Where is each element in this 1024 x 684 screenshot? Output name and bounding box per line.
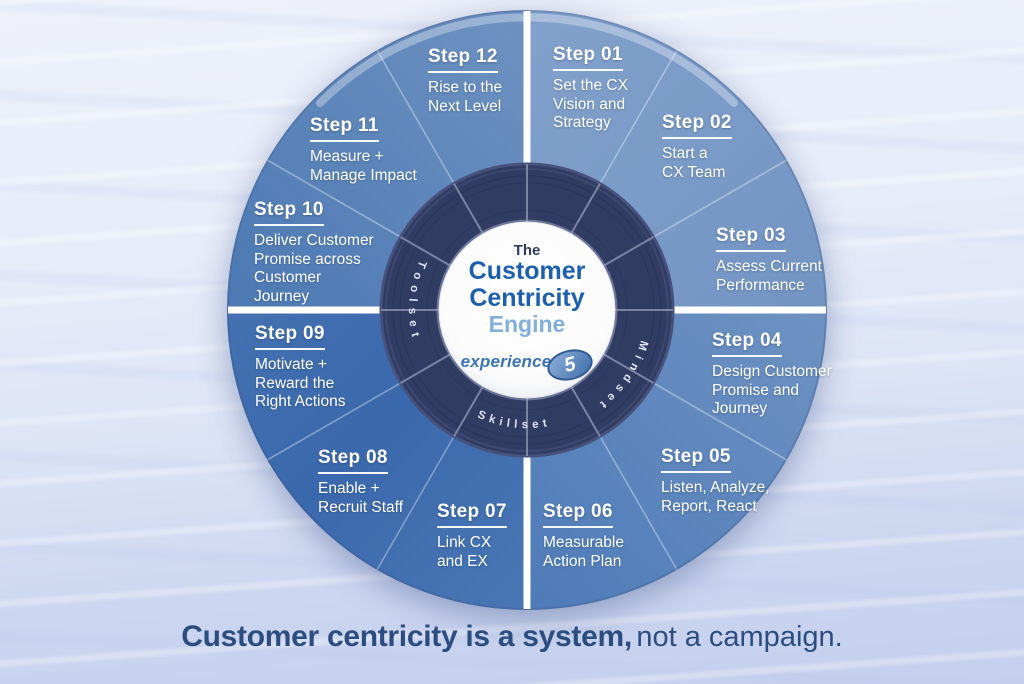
step-title: Step 04 — [712, 330, 782, 357]
step-03: Step 03 Assess Current Performance — [716, 225, 822, 295]
ring-tick-lines — [381, 164, 673, 456]
ring-word-toolset: Toolset — [406, 259, 422, 345]
step-title: Step 06 — [543, 501, 613, 528]
step-title: Step 01 — [553, 44, 623, 71]
step-title: Step 03 — [716, 225, 786, 252]
step-08: Step 08 Enable + Recruit Staff — [318, 447, 403, 517]
hub-title-line2: Centricity — [469, 283, 585, 312]
hub-the-label: The — [513, 242, 541, 260]
step-05: Step 05 Listen, Analyze, Report, React — [661, 446, 770, 516]
step-desc: Rise to the Next Level — [428, 79, 503, 115]
step-desc: Measure + Manage Impact — [310, 148, 417, 184]
step-02: Step 02 Start a CX Team — [662, 112, 732, 182]
experience5-logo: experience 5 — [460, 344, 597, 385]
step-01: Step 01 Set the CX Vision and Strategy — [553, 44, 628, 133]
step-desc: Measurable Action Plan — [543, 534, 624, 570]
step-04: Step 04 Design Customer Promise and Jour… — [712, 330, 832, 419]
step-desc: Deliver Customer Promise across Customer… — [254, 232, 374, 305]
step-desc: Start a CX Team — [662, 145, 726, 181]
step-title: Step 02 — [662, 112, 732, 139]
svg-text:Toolset: Toolset — [406, 259, 428, 345]
caption: Customer centricity is a system, not a c… — [0, 620, 1024, 654]
step-title: Step 12 — [428, 46, 498, 73]
step-divider-lines — [266, 49, 788, 571]
step-06: Step 06 Measurable Action Plan — [543, 501, 624, 571]
step-07: Step 07 Link CX and EX — [437, 501, 507, 571]
centricity-wheel: Toolset Skillset Mindset — [227, 10, 827, 610]
step-desc: Link CX and EX — [437, 534, 492, 570]
step-desc: Design Customer Promise and Journey — [712, 363, 832, 417]
quadrant-cross-dividers — [228, 11, 826, 609]
step-desc: Listen, Analyze, Report, React — [661, 479, 770, 515]
step-desc: Set the CX Vision and Strategy — [553, 77, 628, 131]
logo-word: experience — [460, 351, 552, 371]
step-desc: Motivate + Reward the Right Actions — [255, 356, 346, 410]
step-11: Step 11 Measure + Manage Impact — [310, 115, 417, 185]
step-title: Step 10 — [254, 199, 324, 226]
hub-engine-label: Engine — [488, 311, 566, 338]
caption-regular-text: not a campaign. — [636, 621, 843, 653]
step-title: Step 11 — [310, 115, 379, 142]
hub-title-line1: Customer — [468, 257, 586, 286]
step-title: Step 09 — [255, 323, 325, 350]
caption-bold-text: Customer centricity is a system, — [181, 620, 632, 653]
step-title: Step 05 — [661, 446, 731, 473]
step-10: Step 10 Deliver Customer Promise across … — [254, 199, 374, 306]
step-title: Step 07 — [437, 501, 507, 528]
center-hub: The Customer Centricity Engine experienc… — [439, 222, 615, 398]
step-desc: Assess Current Performance — [716, 258, 822, 294]
step-12: Step 12 Rise to the Next Level — [428, 46, 502, 116]
step-desc: Enable + Recruit Staff — [318, 480, 404, 516]
step-title: Step 08 — [318, 447, 388, 474]
step-09: Step 09 Motivate + Reward the Right Acti… — [255, 323, 345, 412]
